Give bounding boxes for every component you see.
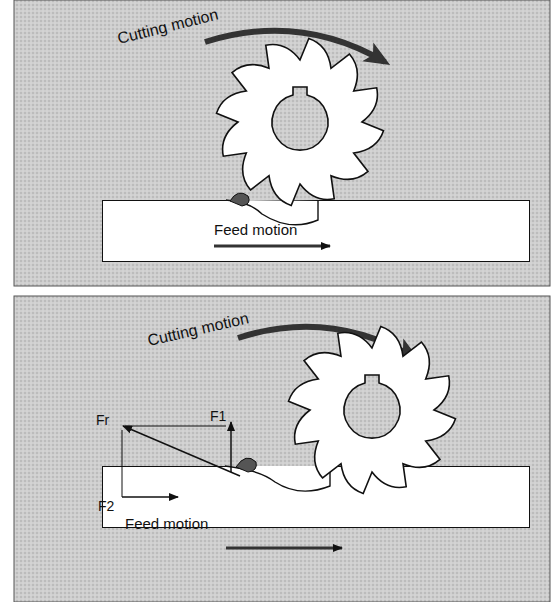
force-label: F2 <box>98 498 114 514</box>
bore-keyway <box>272 87 328 150</box>
force-label: Fr <box>96 412 109 428</box>
force-f1 <box>230 422 232 472</box>
cutter-body <box>289 327 456 494</box>
chip <box>236 458 256 472</box>
panel <box>14 0 550 286</box>
component-line <box>122 430 123 497</box>
feed-arrow <box>214 245 330 248</box>
milling-cutter <box>289 327 456 494</box>
force-fr <box>123 426 240 476</box>
panel <box>14 296 550 602</box>
milling-cutter <box>217 39 384 206</box>
motion-label: Feed motion <box>125 515 208 532</box>
chip <box>230 193 249 206</box>
component-line <box>125 426 226 427</box>
bore-keyway <box>344 375 400 438</box>
force-f2 <box>122 496 178 498</box>
cut-groove <box>225 466 330 491</box>
feed-arrow <box>226 547 342 550</box>
cutter-body <box>217 39 384 206</box>
motion-label: Feed motion <box>214 221 297 238</box>
force-label: F1 <box>210 408 226 424</box>
